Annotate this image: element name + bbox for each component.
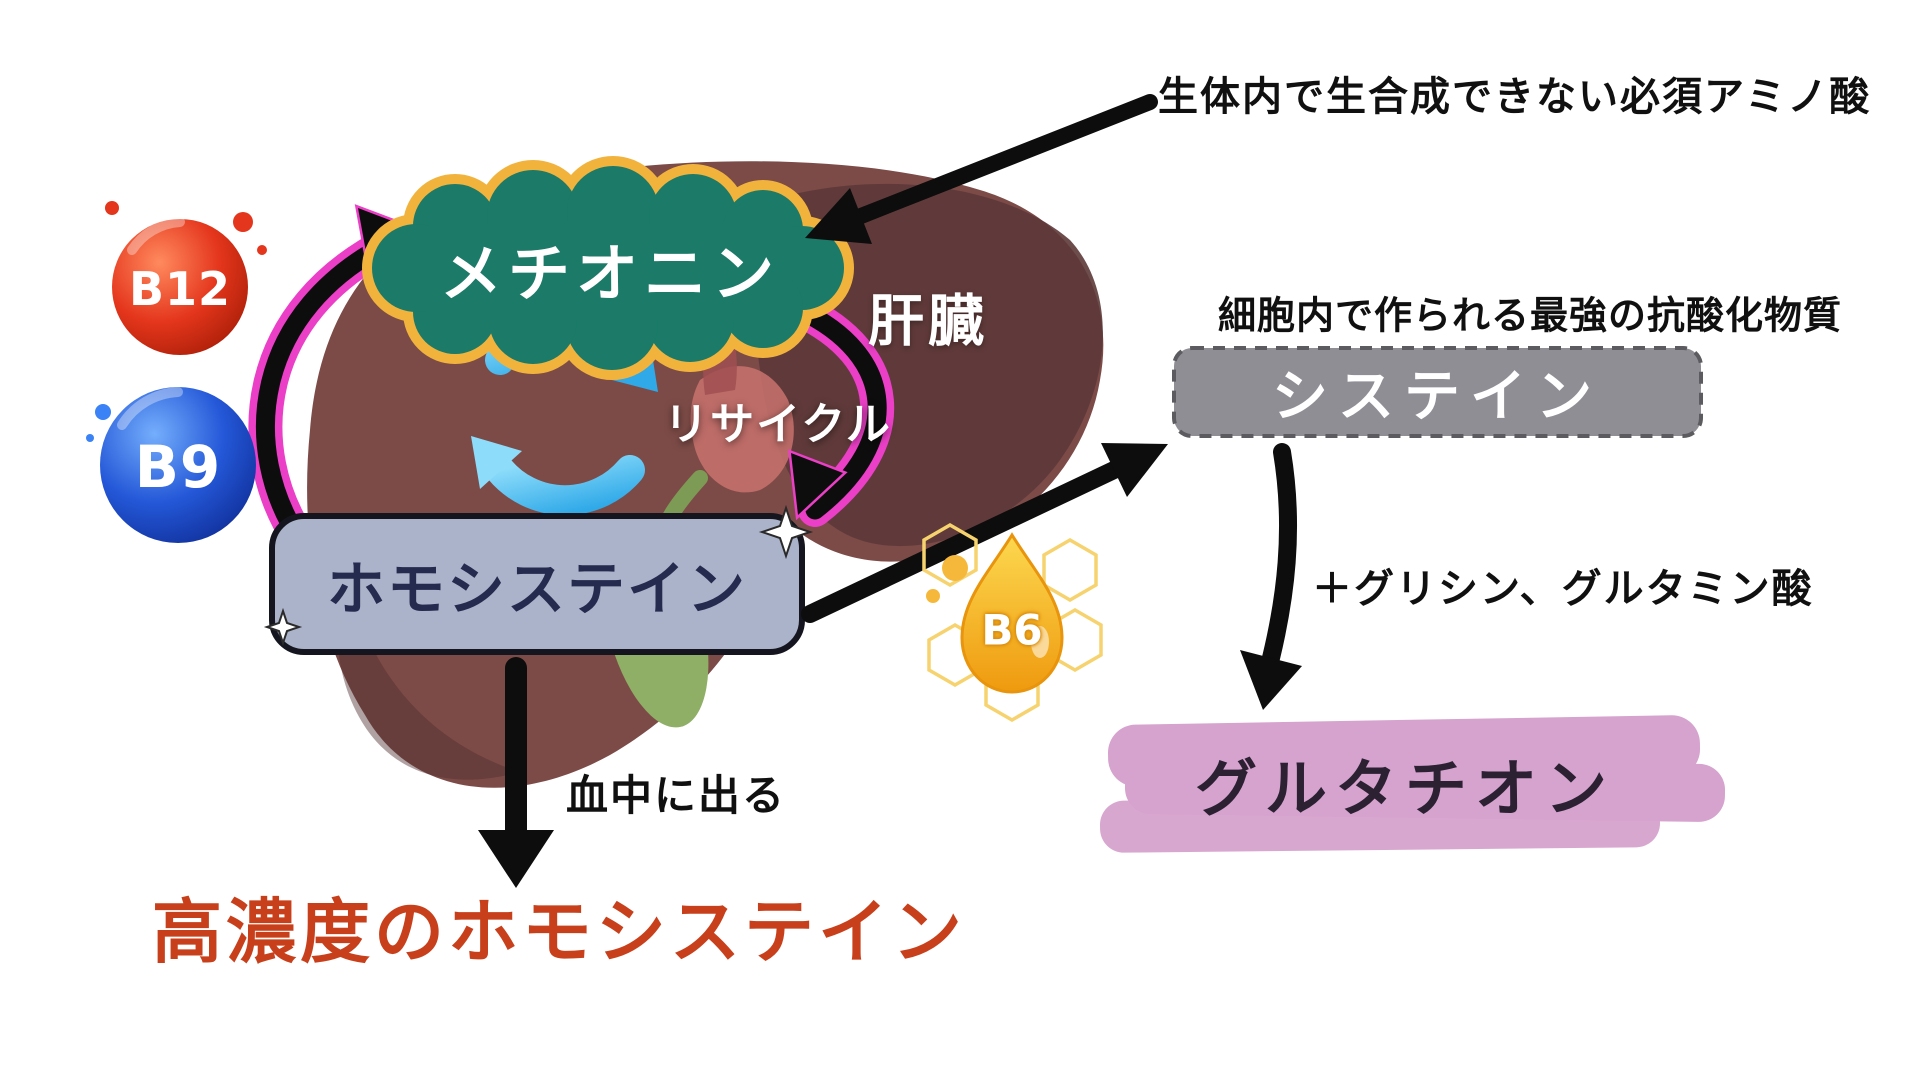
b6-label: B6: [981, 605, 1043, 655]
sparkle-icon: [758, 504, 814, 560]
annotation-essential-amino-acid: 生体内で生合成できない必須アミノ酸: [1158, 74, 1872, 120]
sparkle-icon: [263, 607, 303, 647]
methionine-cloud: [362, 156, 854, 380]
annotation-plus-glycine: ＋グリシン、グルタミン酸: [1312, 566, 1814, 612]
homocysteine-box: [263, 504, 814, 655]
cysteine-box: [1172, 346, 1703, 438]
b9-badge: [86, 387, 256, 543]
arrow-cysteine-to-glutathione: [1240, 443, 1302, 710]
methionine-label: メチオニン: [439, 237, 781, 310]
cycle-arrow-right: [783, 293, 895, 527]
homocysteine-label: ホモシステイン: [326, 555, 748, 623]
arrow-homocysteine-to-cysteine: [801, 443, 1168, 623]
high-homocysteine-label: 高濃度のホモシステイン: [152, 891, 966, 973]
b6-badge: [922, 522, 1103, 723]
recycle-label: リサイクル: [664, 399, 892, 450]
cysteine-label: システイン: [1272, 364, 1602, 430]
b12-label: B12: [128, 262, 232, 316]
annotation-into-blood: 血中に出る: [566, 771, 787, 820]
liver-label: 肝臓: [868, 289, 988, 355]
arrow-essential-to-methionine: [805, 94, 1158, 244]
liver-vessels: [690, 366, 794, 493]
b9-label: B9: [134, 433, 222, 501]
arrow-homocysteine-to-blood: [478, 657, 554, 888]
glutathione-highlight: [1099, 715, 1726, 853]
annotation-antioxidant: 細胞内で作られる最強の抗酸化物質: [1217, 293, 1843, 338]
b12-badge: [105, 201, 267, 355]
glutathione-label: グルタチオン: [1194, 752, 1616, 825]
